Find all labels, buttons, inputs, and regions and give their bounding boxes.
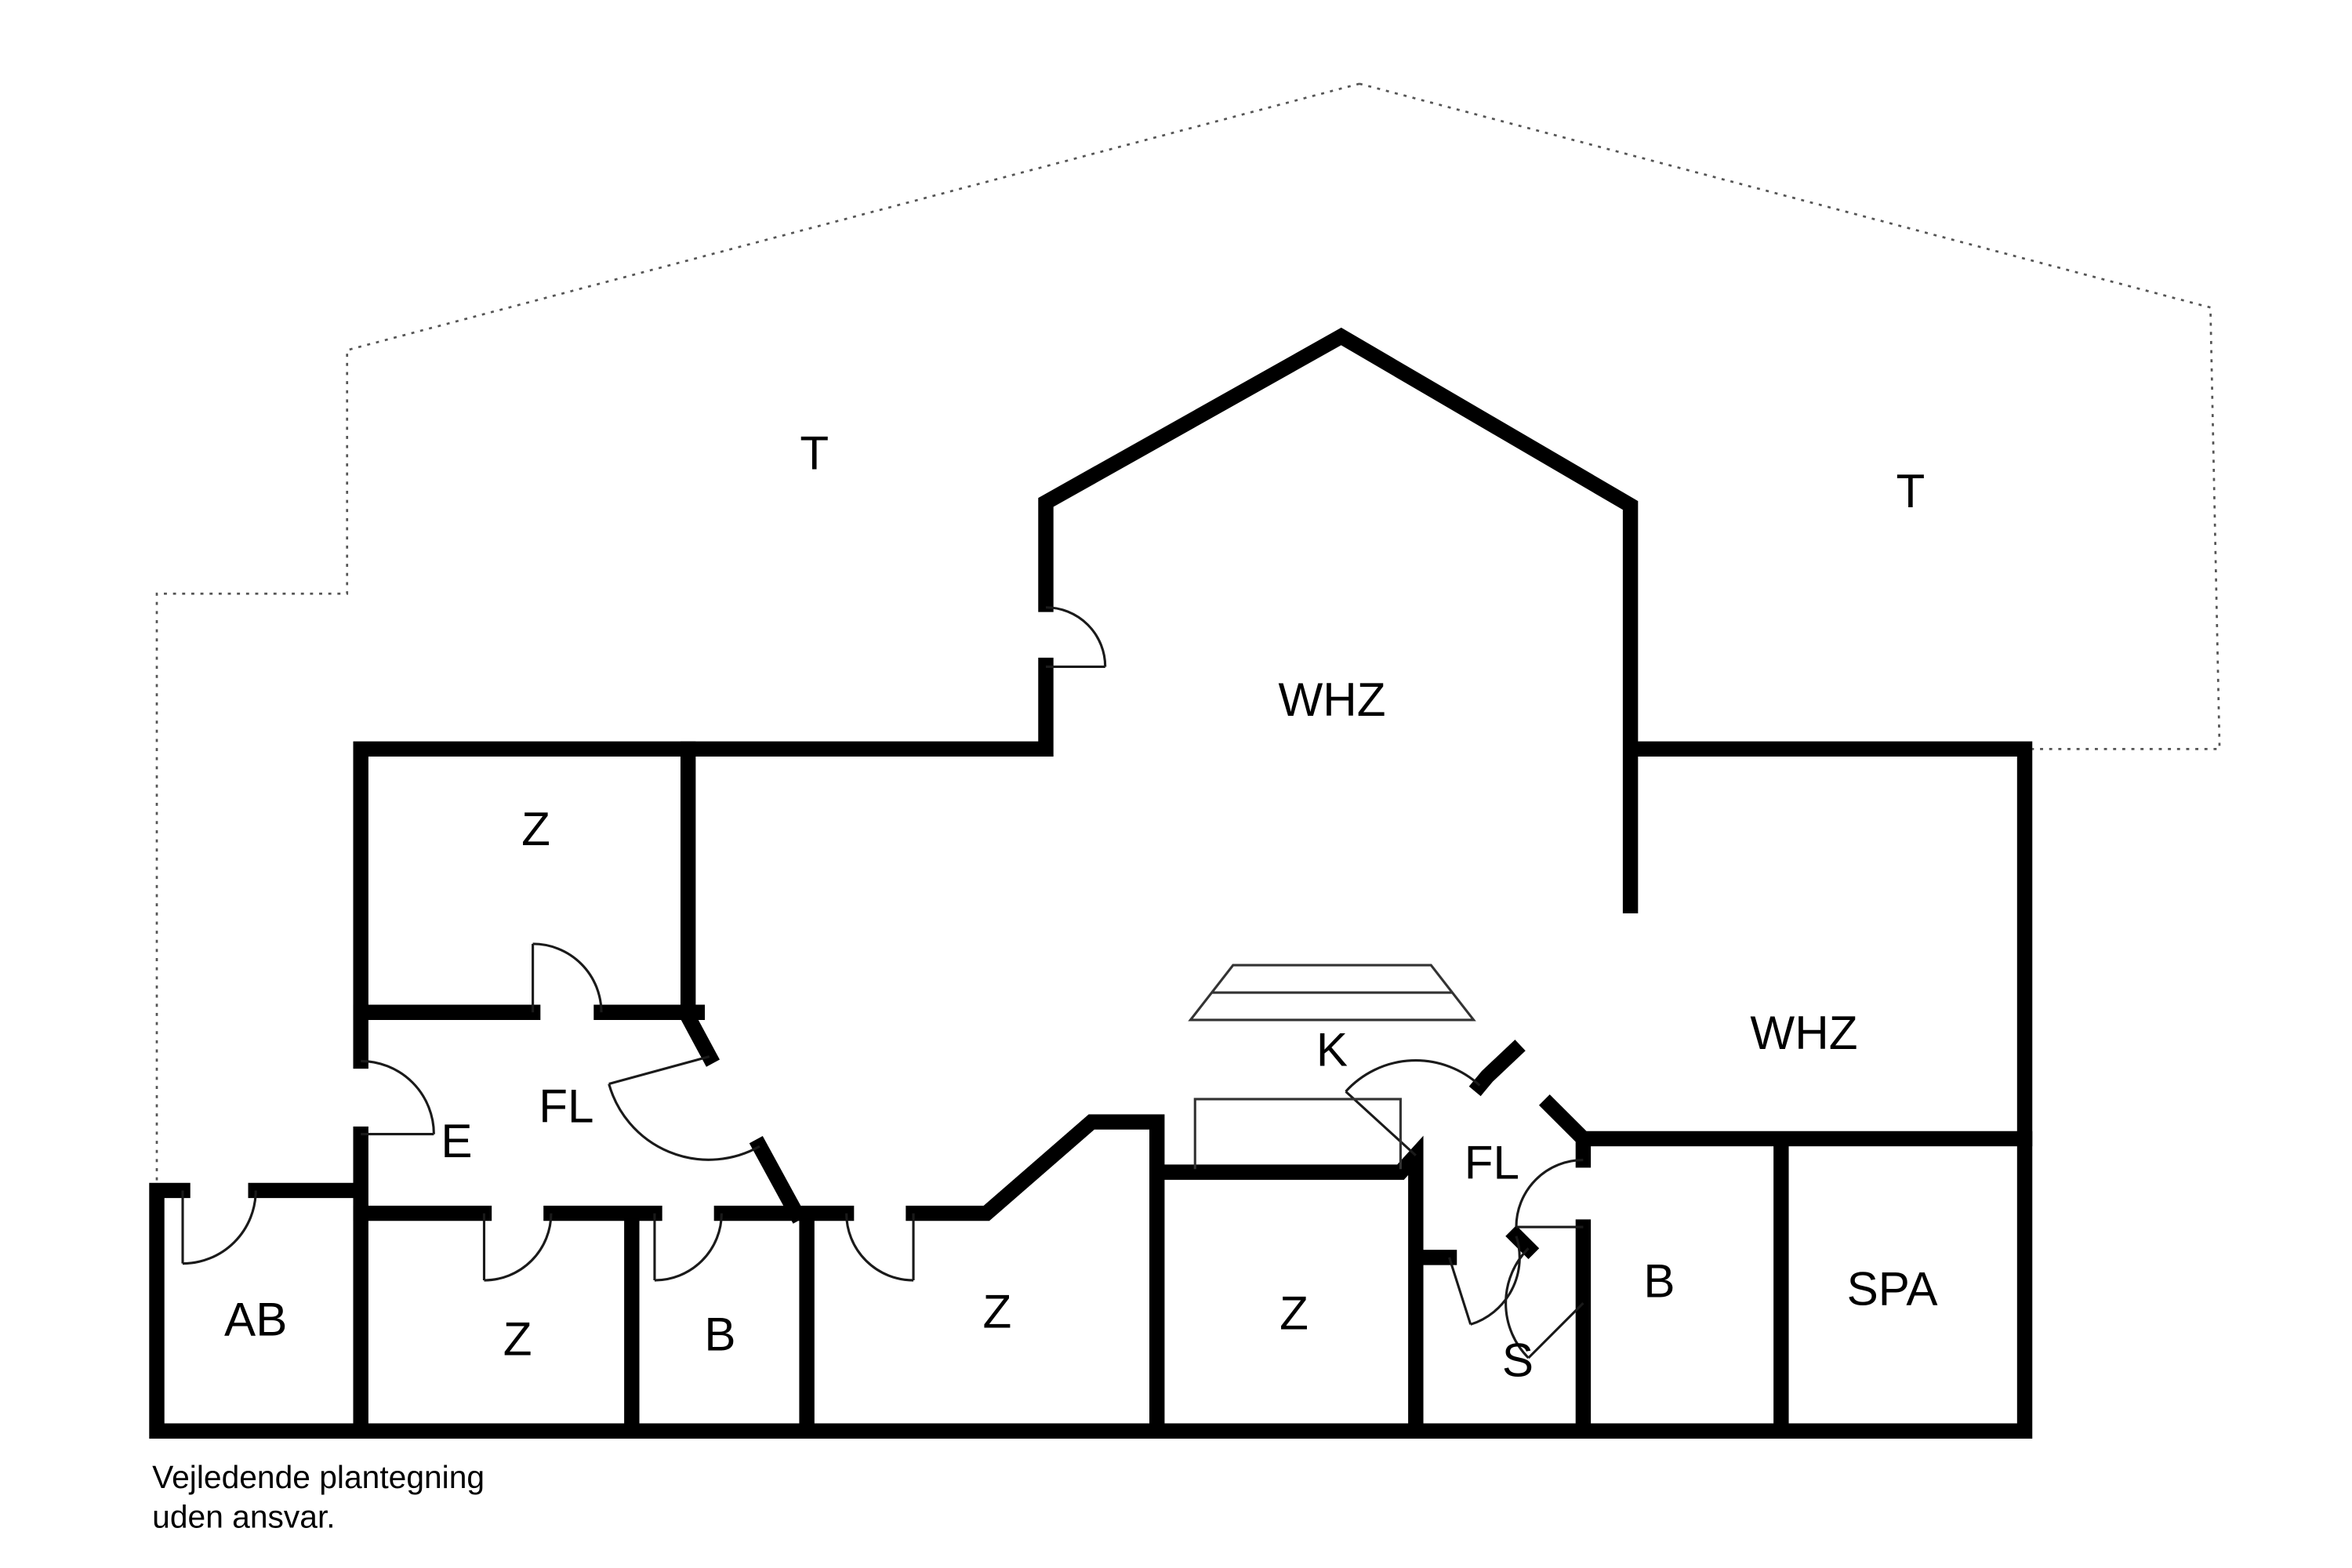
disclaimer-line-1: Vejledende plantegning	[152, 1459, 485, 1495]
door-swings	[181, 606, 1584, 1359]
exterior-walls	[149, 327, 2033, 1439]
room-label-terrace-west: T	[800, 426, 829, 479]
room-label-bedroom-northwest: Z	[521, 803, 550, 855]
room-label-hallway-east: FL	[1465, 1136, 1519, 1189]
terrace-outline	[155, 82, 2221, 1183]
room-label-living-room-east: WHZ	[1750, 1007, 1857, 1059]
room-label-bedroom-southwest: Z	[503, 1313, 532, 1366]
room-label-annex: AB	[224, 1293, 287, 1345]
room-label-sauna: S	[1502, 1334, 1534, 1387]
room-label-bedroom-south: Z	[1279, 1287, 1308, 1340]
room-label-kitchen: K	[1316, 1024, 1348, 1076]
room-label-terrace-east: T	[1896, 465, 1926, 517]
room-label-living-room-main: WHZ	[1279, 673, 1386, 726]
kitchen-counter	[1188, 964, 1476, 1170]
room-label-bedroom-south-mid: Z	[982, 1286, 1011, 1338]
interior-walls	[353, 741, 2033, 1439]
room-label-entrance: E	[441, 1115, 472, 1167]
room-label-spa: SPA	[1847, 1262, 1939, 1315]
room-label-hallway-west: FL	[539, 1080, 593, 1132]
room-label-bathroom-east: B	[1643, 1255, 1675, 1308]
room-label-bathroom-west: B	[704, 1308, 735, 1361]
disclaimer-line-2: uden ansvar.	[152, 1499, 335, 1535]
